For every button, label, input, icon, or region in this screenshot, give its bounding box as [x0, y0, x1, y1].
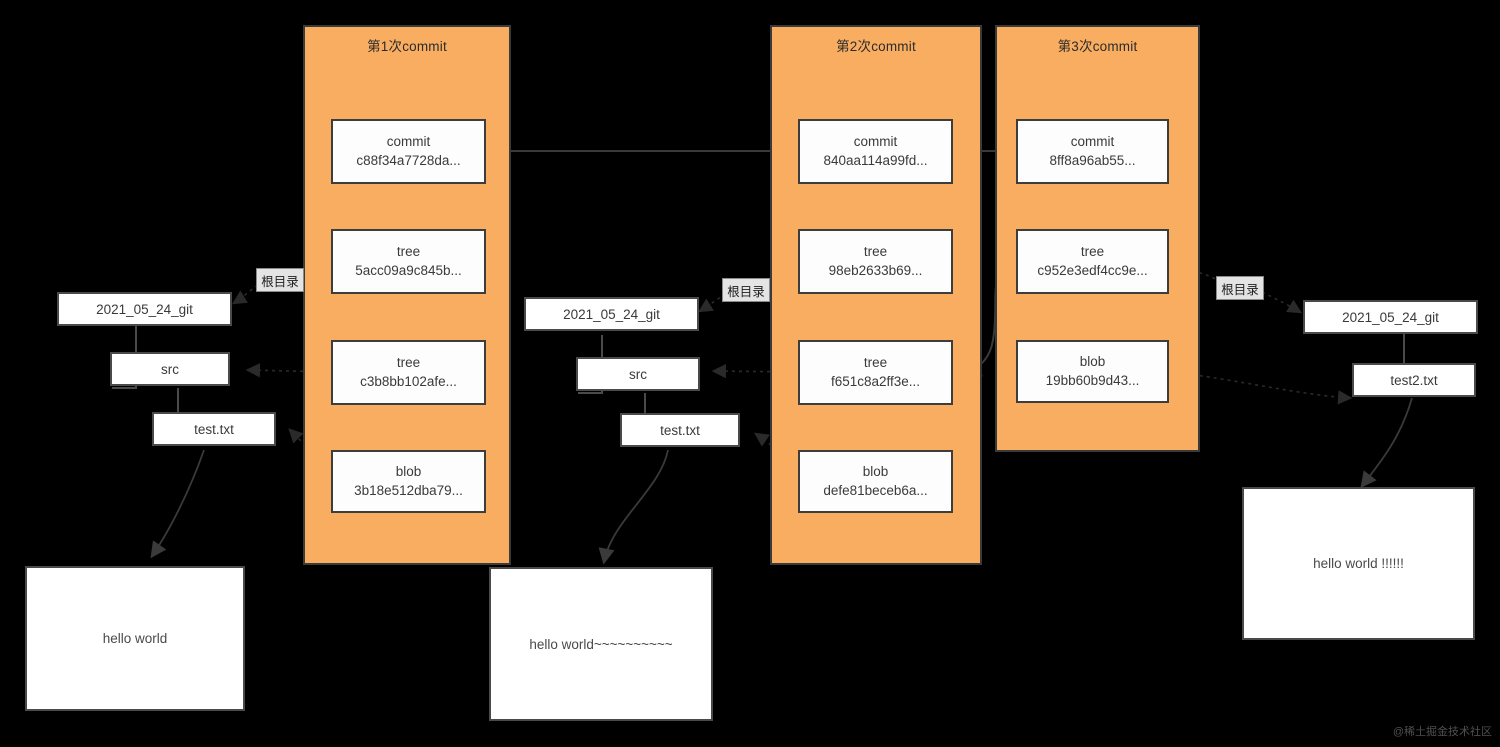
- node-hash: 5acc09a9c845b...: [355, 262, 462, 278]
- node-type: blob: [1079, 354, 1106, 370]
- blob-node-1[interactable]: blob 3b18e512dba79...: [331, 450, 486, 513]
- tree-node-2-root[interactable]: tree 98eb2633b69...: [798, 229, 953, 294]
- file-content-pane-left: hello world: [25, 566, 245, 711]
- blob-node-3[interactable]: blob 19bb60b9d43...: [1016, 340, 1169, 403]
- node-type: tree: [396, 355, 421, 371]
- file-content-pane-middle: hello world~~~~~~~~~~: [489, 567, 713, 721]
- root-dir-tag-left: 根目录: [256, 268, 304, 292]
- panel-title: 第1次commit: [367, 39, 447, 54]
- node-type: tree: [396, 244, 421, 260]
- tree-right-file-test2-txt[interactable]: test2.txt: [1352, 363, 1476, 397]
- tree-middle-src-folder[interactable]: src: [576, 357, 700, 391]
- node-hash: 98eb2633b69...: [828, 262, 923, 278]
- tree-left-repo-folder[interactable]: 2021_05_24_git: [57, 292, 232, 326]
- watermark: @稀土掘金技术社区: [1392, 726, 1492, 738]
- tree-node-2-src[interactable]: tree f651c8a2ff3e...: [798, 340, 953, 405]
- node-hash: 3b18e512dba79...: [354, 482, 463, 498]
- panel-title: 第2次commit: [836, 39, 916, 54]
- tree-middle-file-test-txt[interactable]: test.txt: [620, 413, 740, 447]
- node-hash: defe81beceb6a...: [823, 482, 928, 498]
- tree-middle-repo-folder[interactable]: 2021_05_24_git: [524, 297, 699, 331]
- node-type: tree: [863, 355, 888, 371]
- commit-node-3[interactable]: commit 8ff8a96ab55...: [1016, 119, 1169, 184]
- node-type: blob: [862, 464, 889, 480]
- node-hash: 840aa114a99fd...: [823, 152, 928, 168]
- node-type: commit: [386, 134, 431, 150]
- node-type: tree: [1080, 244, 1105, 260]
- node-hash: c3b8bb102afe...: [360, 373, 457, 389]
- panel-title: 第3次commit: [1057, 39, 1138, 54]
- node-hash: 8ff8a96ab55...: [1049, 152, 1136, 168]
- tree-node-1-root[interactable]: tree 5acc09a9c845b...: [331, 229, 486, 294]
- node-type: blob: [395, 464, 422, 480]
- tree-node-3-root[interactable]: tree c952e3edf4cc9e...: [1016, 229, 1169, 294]
- root-dir-tag-right: 根目录: [1216, 276, 1264, 300]
- tree-node-1-src[interactable]: tree c3b8bb102afe...: [331, 340, 486, 405]
- tree-right-repo-folder[interactable]: 2021_05_24_git: [1303, 300, 1478, 334]
- node-hash: f651c8a2ff3e...: [830, 373, 921, 389]
- node-hash: 19bb60b9d43...: [1045, 372, 1140, 388]
- root-dir-tag-middle: 根目录: [722, 278, 770, 302]
- node-hash: c952e3edf4cc9e...: [1037, 262, 1148, 278]
- node-hash: c88f34a7728da...: [356, 152, 461, 168]
- node-type: commit: [1070, 134, 1115, 150]
- tree-left-file-test-txt[interactable]: test.txt: [152, 412, 276, 446]
- blob-node-2[interactable]: blob defe81beceb6a...: [798, 450, 953, 513]
- file-content-pane-right: hello world !!!!!!: [1242, 487, 1475, 640]
- node-type: commit: [853, 134, 898, 150]
- tree-left-src-folder[interactable]: src: [110, 352, 230, 386]
- node-type: tree: [863, 244, 888, 260]
- commit-node-1[interactable]: commit c88f34a7728da...: [331, 119, 486, 184]
- commit-node-2[interactable]: commit 840aa114a99fd...: [798, 119, 953, 184]
